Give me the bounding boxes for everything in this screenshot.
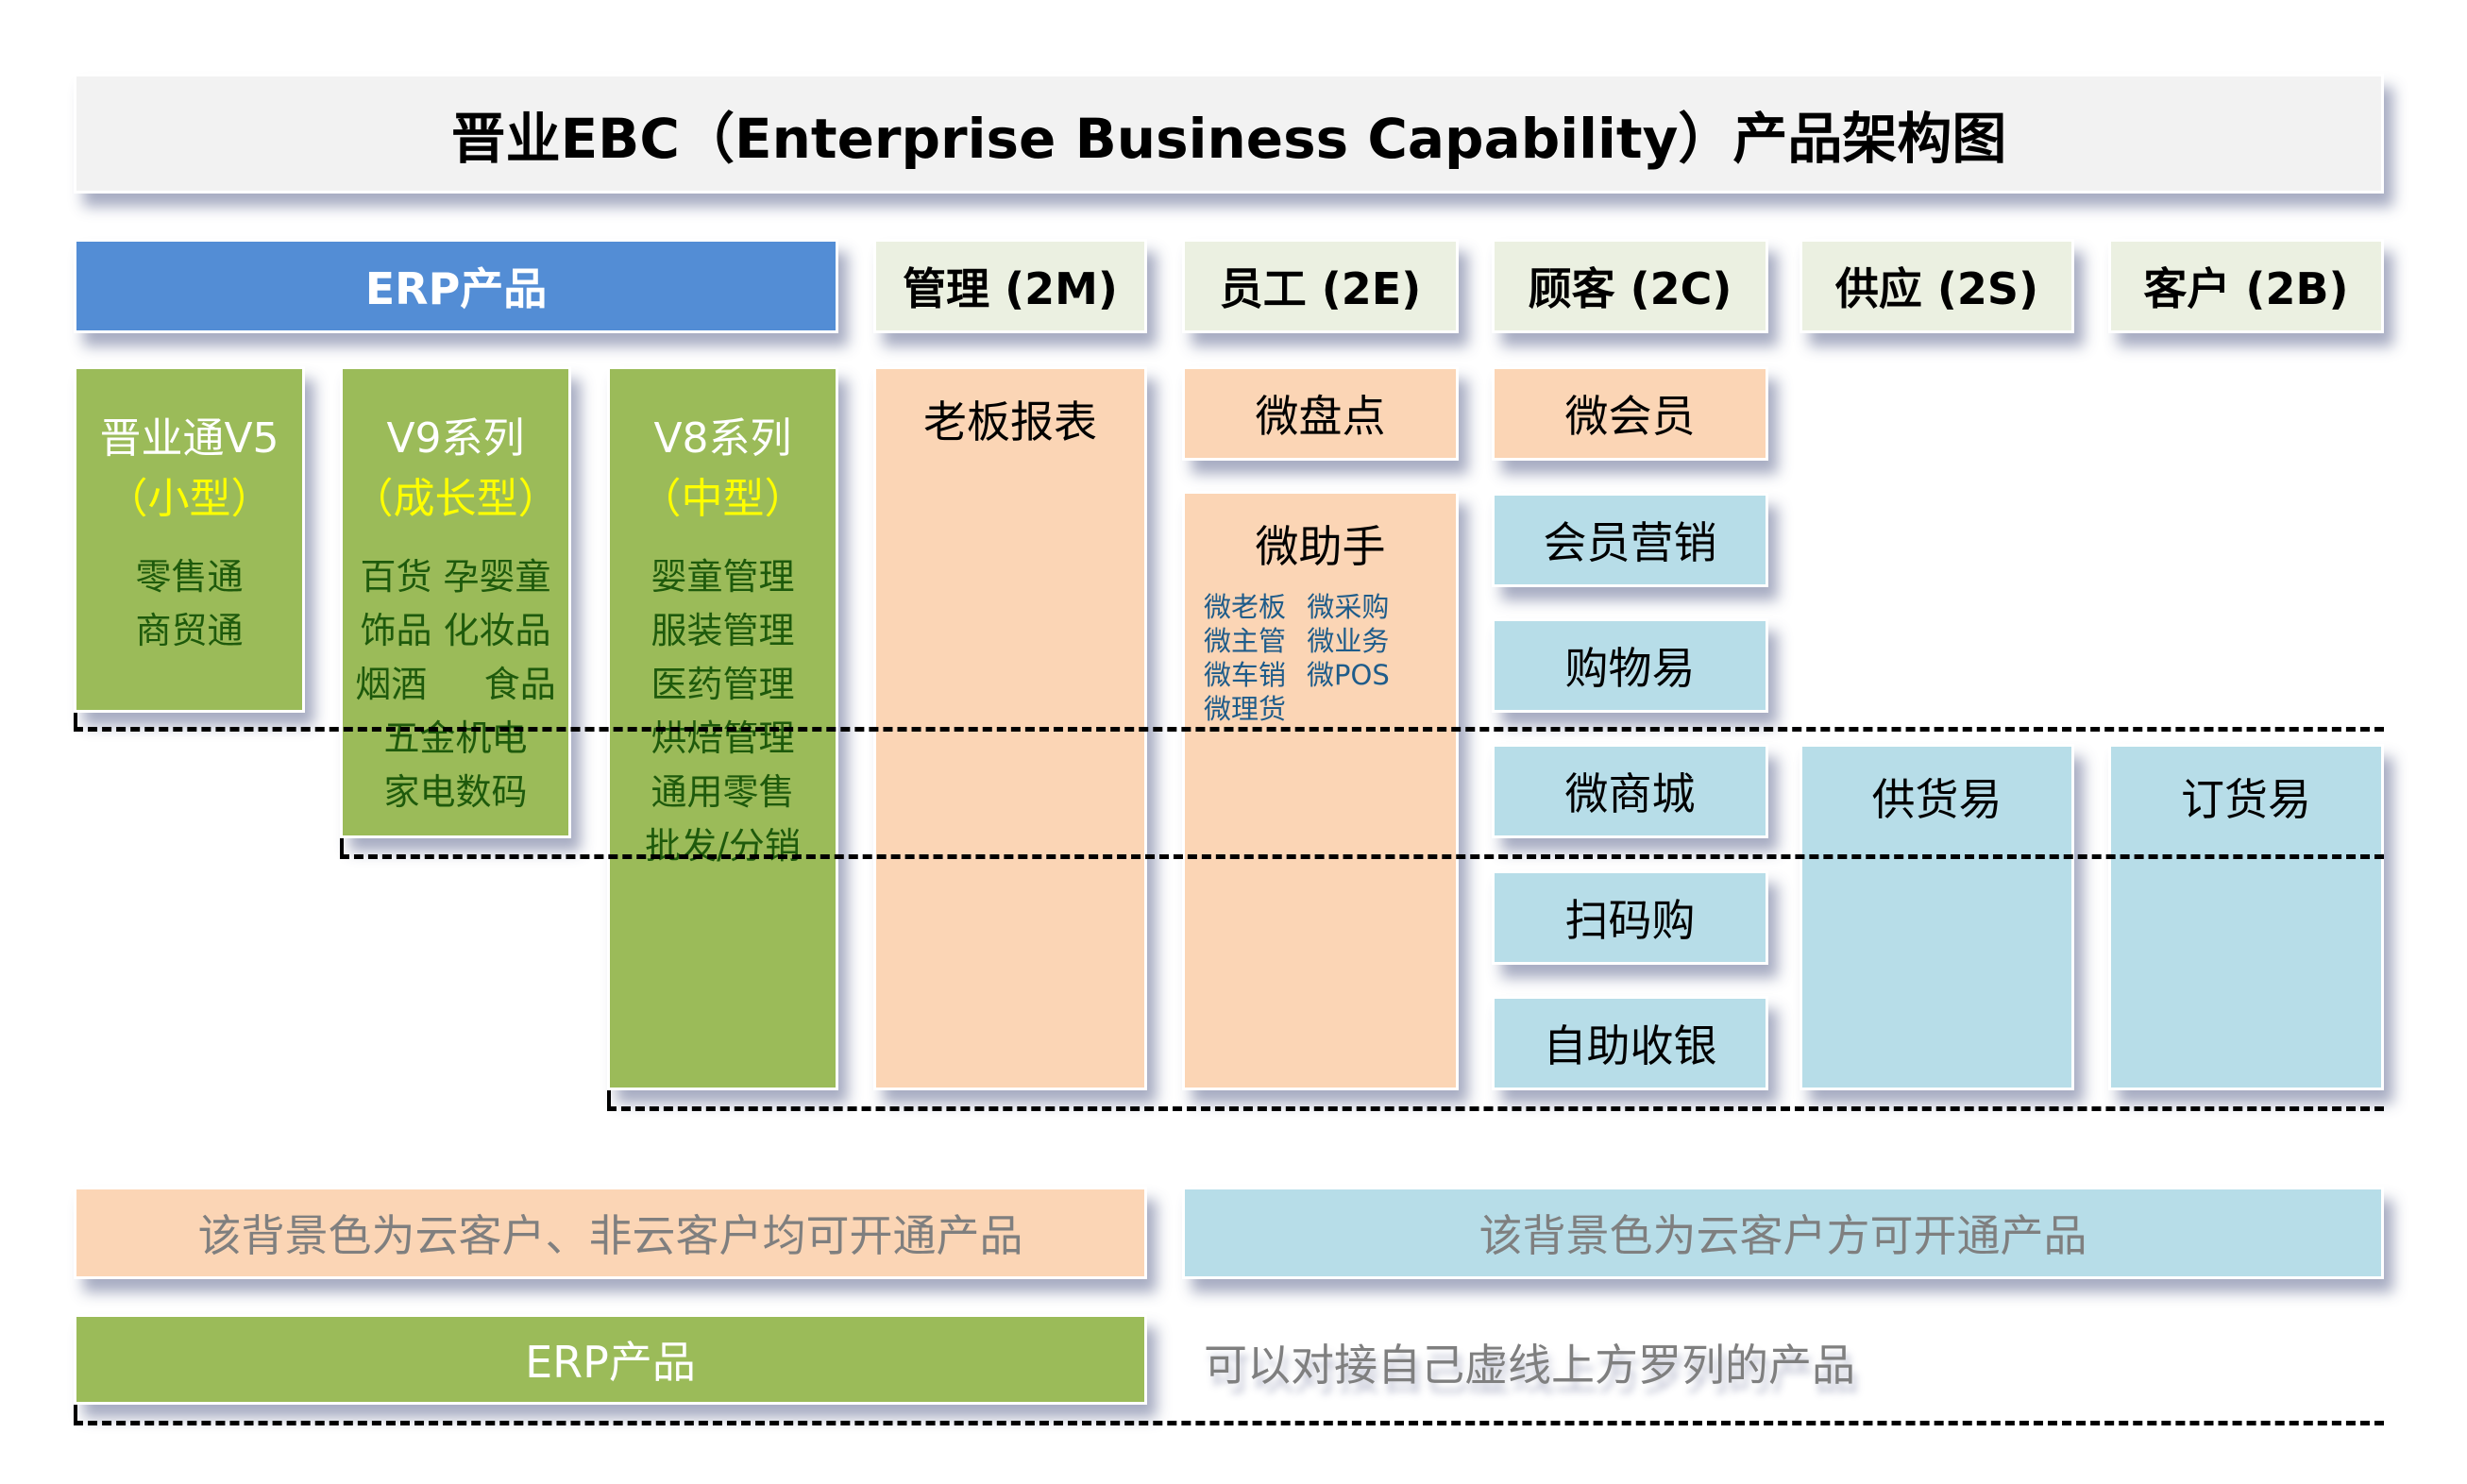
erp-item: 零售通 [135,556,244,598]
assistant-item: 微业务 [1307,625,1390,657]
product-label: 会员营销 [1543,517,1717,568]
dashed-line-tick [74,1405,77,1423]
erp-v8-type: （中型） [639,475,806,523]
stocktake-label: 微盘点 [1255,391,1386,442]
supply-easy-card: 供货易 [1800,744,2074,1090]
erp-item: 烟酒 食品 [355,664,556,705]
erp-item: 百货 孕婴童 [360,556,551,598]
legend-erp-note: 可以对接自己虚线上方罗列的产品 [1204,1340,1855,1391]
boss-report-label: 老板报表 [923,396,1097,447]
erp-item: 饰品 化妆品 [360,610,551,651]
assistant-item: 微理货 [1204,693,1287,725]
assistant-card: 微助手 微老板 微采购 微主管 微业务 微车销 微POS 微理货 [1182,491,1459,1090]
header-erp: ERP产品 [74,239,838,333]
erp-v5-items: 零售通 商贸通 [135,550,243,658]
erp-item: 商贸通 [135,610,244,651]
product-label: 微商城 [1564,768,1696,819]
erp-v8-name: V8系列 [653,414,792,463]
scan-buy-card: 扫码购 [1492,870,1768,965]
dashed-line-v5 [74,727,2384,732]
assistant-item: 微采购 [1307,591,1390,623]
product-label: 微会员 [1564,391,1696,442]
assistant-item: 微POS [1307,659,1390,691]
erp-item: 家电数码 [383,771,528,813]
product-label: 自助收银 [1543,1020,1717,1071]
erp-item: 批发/分销 [645,825,801,867]
assistant-item: 微老板 [1204,591,1287,623]
member-marketing-card: 会员营销 [1492,493,1768,587]
shopping-easy-card: 购物易 [1492,618,1768,713]
erp-v9-type: （成长型） [351,475,560,523]
product-label: 供货易 [1871,774,2002,825]
erp-item: 通用零售 [651,771,795,813]
erp-column-v9: V9系列 （成长型） 百货 孕婴童 饰品 化妆品 烟酒 食品 五金机电 家电数码 [340,366,571,838]
header-supply: 供应 (2S) [1800,239,2074,333]
micro-mall-card: 微商城 [1492,744,1768,838]
self-checkout-card: 自助收银 [1492,996,1768,1090]
title-bar: 晋业EBC（Enterprise Business Capability）产品架… [74,74,2384,194]
dashed-line-tick [607,1090,611,1108]
legend-dashed-line [74,1421,2384,1425]
page-title: 晋业EBC（Enterprise Business Capability）产品架… [450,106,2007,171]
product-label: 扫码购 [1564,895,1696,946]
assistant-items: 微老板 微采购 微主管 微业务 微车销 微POS 微理货 [1185,590,1390,726]
header-customer-c: 顾客 (2C) [1492,239,1768,333]
legend-erp-label: ERP产品 [525,1337,696,1388]
erp-v8-items: 婴童管理 服装管理 医药管理 烘焙管理 通用零售 批发/分销 [645,550,801,873]
legend-peach: 该背景色为云客户、非云客户均可开通产品 [74,1187,1147,1279]
erp-v9-name: V9系列 [386,414,525,463]
dashed-line-v8 [607,1106,2384,1111]
erp-column-v5: 晋业通V5 （小型） 零售通 商贸通 [74,366,305,713]
erp-item: 婴童管理 [651,556,795,598]
header-customer-b: 客户 (2B) [2108,239,2384,333]
erp-item: 服装管理 [651,610,795,651]
order-easy-card: 订货易 [2108,744,2384,1090]
erp-item: 烘焙管理 [651,717,795,759]
assistant-item: 微车销 [1204,659,1287,691]
assistant-label: 微助手 [1255,521,1386,572]
erp-v5-type: （小型） [106,475,273,523]
erp-v9-items: 百货 孕婴童 饰品 化妆品 烟酒 食品 五金机电 家电数码 [355,550,555,819]
header-employee: 员工 (2E) [1182,239,1459,333]
dashed-line-tick [340,838,344,856]
erp-item: 医药管理 [651,664,795,705]
member-card: 微会员 [1492,366,1768,461]
product-label: 订货易 [2181,774,2311,825]
header-management: 管理 (2M) [873,239,1147,333]
erp-v5-name: 晋业通V5 [99,414,279,463]
dashed-line-v9 [340,854,2384,859]
erp-item: 五金机电 [383,717,528,759]
stocktake-card: 微盘点 [1182,366,1459,461]
legend-blue-label: 该背景色为云客户方可开通产品 [1479,1210,2087,1261]
assistant-item: 微主管 [1204,625,1287,657]
legend-erp: ERP产品 [74,1314,1147,1405]
legend-blue: 该背景色为云客户方可开通产品 [1182,1187,2384,1279]
legend-peach-label: 该背景色为云客户、非云客户均可开通产品 [197,1210,1023,1261]
product-label: 购物易 [1564,643,1696,694]
dashed-line-tick [74,713,77,729]
